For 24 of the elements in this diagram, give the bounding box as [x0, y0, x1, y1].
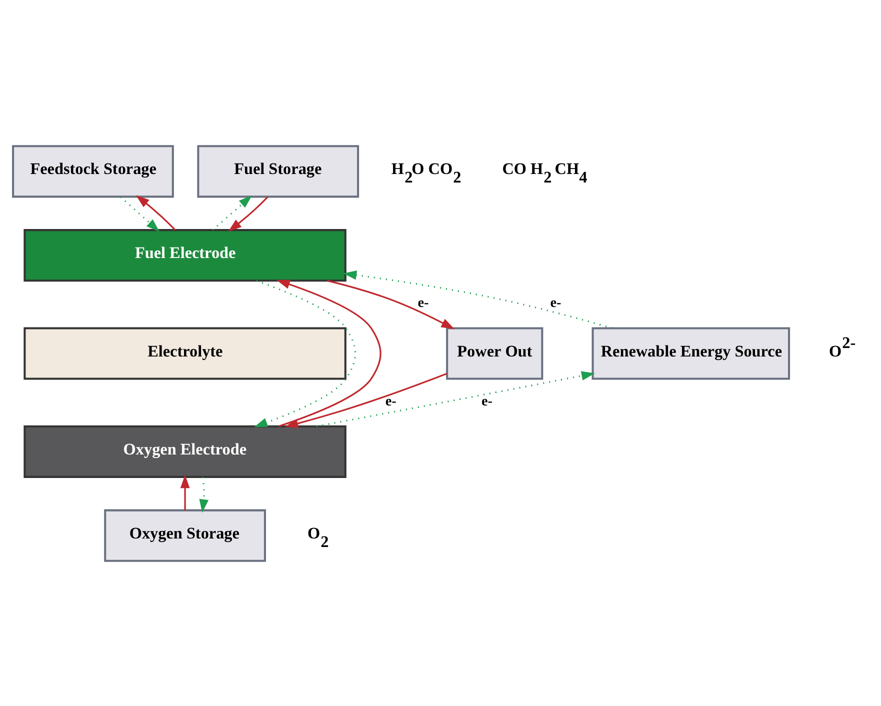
arrow [198, 476, 208, 512]
arrow [135, 194, 176, 230]
node-box: Feedstock Storage [12, 144, 174, 198]
arrow [342, 270, 612, 328]
arrow [212, 194, 252, 230]
node-box: Oxygen Electrode [23, 424, 346, 478]
node-box: Fuel Storage [196, 144, 359, 198]
edge-label: e- [550, 294, 561, 311]
node-box: Oxygen Storage [104, 508, 266, 562]
arrow [180, 474, 190, 510]
arrow [228, 196, 268, 232]
arrow [254, 280, 356, 427]
edge-label: e- [384, 392, 396, 409]
arrow [326, 279, 454, 329]
node-box: Fuel Electrode [23, 228, 346, 282]
node-box: Power Out [446, 326, 543, 380]
node-box: Electrolyte [23, 326, 346, 380]
arrow [120, 196, 160, 232]
arrow [316, 370, 594, 427]
edge-label: e- [480, 392, 492, 409]
node-box: Renewable Energy Source [591, 326, 790, 380]
arrow [284, 372, 447, 428]
edge-label: e- [417, 294, 428, 311]
arrow [276, 279, 381, 426]
